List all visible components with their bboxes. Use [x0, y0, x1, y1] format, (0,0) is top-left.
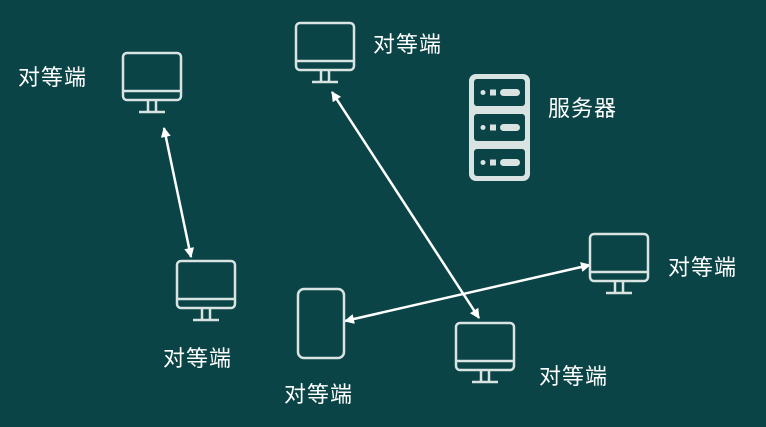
server-label: 服务器: [548, 97, 618, 122]
peer-label-phone: 对等端: [284, 383, 354, 408]
connection-arrow-top-center-to-bottom-center: [330, 91, 481, 319]
monitor-icon: [121, 51, 183, 114]
peer-label-top-left: 对等端: [18, 66, 88, 91]
peer-label-mid-left: 对等端: [163, 347, 233, 372]
connection-arrow-top-left-to-mid-left: [160, 127, 195, 258]
peer-label-bottom-center: 对等端: [539, 365, 609, 390]
connection-arrow-phone-to-right: [344, 262, 591, 324]
monitor-icon: [294, 21, 356, 84]
server-rack-icon: [469, 74, 530, 181]
monitor-icon: [588, 232, 650, 295]
monitor-icon: [454, 321, 516, 384]
monitor-icon: [175, 259, 237, 322]
phone-icon: [296, 287, 346, 360]
peer-label-top-center: 对等端: [373, 33, 443, 58]
peer-label-right: 对等端: [668, 256, 738, 281]
